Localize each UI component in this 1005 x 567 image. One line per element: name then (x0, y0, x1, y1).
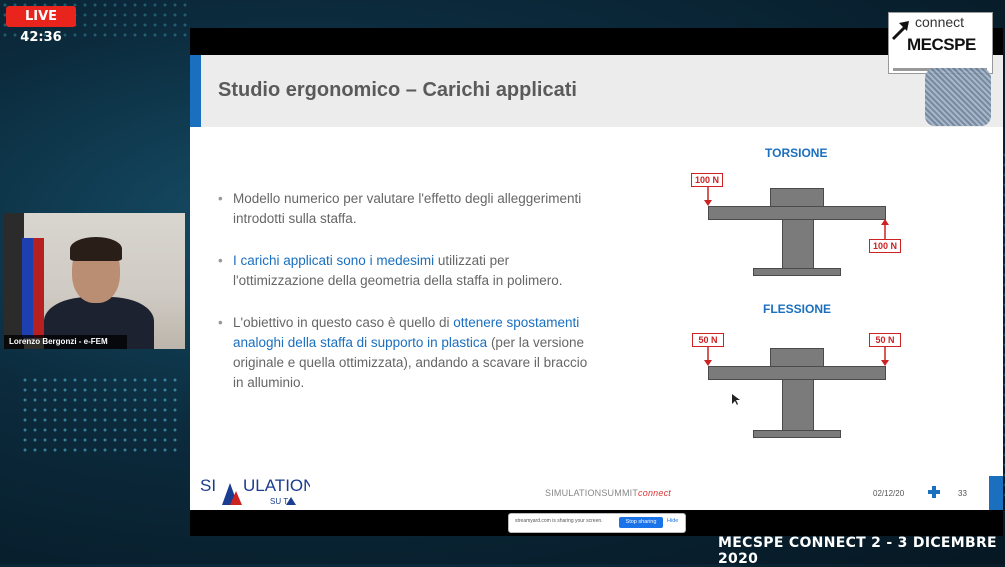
logo-ulation: ULATION (243, 476, 310, 495)
screen-share-bar: streamyard.com is sharing your screen. S… (508, 513, 686, 533)
flexion-column (782, 379, 814, 431)
flexion-arrow-left-down-icon (704, 347, 712, 366)
footer-date: 02/12/20 (873, 489, 905, 498)
bullet-item: • Modello numerico per valutare l'effetto… (218, 189, 598, 229)
flexion-arrow-right-down-icon (881, 347, 889, 366)
speaker-name-tag: Lorenzo Bergonzi - e-FEM (4, 335, 127, 349)
hide-button[interactable]: Hide (667, 518, 679, 524)
logo-si: SI (200, 476, 216, 495)
footer-brand: SIMULATIONSUMMITconnect (545, 488, 671, 498)
torsion-arm (708, 206, 886, 220)
flexion-title: FLESSIONE (763, 302, 832, 316)
simulation-summit-logo: SI ULATION SU T (200, 473, 315, 512)
footer-brand-accent: connect (638, 488, 671, 498)
simulation-summit-logo-icon: SI ULATION SU T (200, 476, 315, 506)
bullet-text: I carichi applicati sono i medesimi (233, 253, 435, 268)
bullet-text: ottenere spostamenti analoghi della staf… (233, 315, 580, 350)
logo-summit: SU T (270, 497, 288, 506)
torsion-force-right: 100 N (869, 239, 901, 253)
mecspe-connect-logo: connect MECSPE (888, 12, 993, 74)
webcam-flag (22, 238, 44, 338)
mouse-cursor-icon (732, 394, 740, 405)
logo-mecspe: MECSPE (907, 35, 976, 54)
event-banner: MECSPE CONNECT 2 - 3 DICEMBRE 2020 (718, 535, 997, 567)
presentation-slide: Studio ergonomico – Carichi applicati • M… (190, 55, 1003, 510)
stop-sharing-button[interactable]: Stop sharing (619, 517, 663, 528)
slide-title: Studio ergonomico – Carichi applicati (218, 79, 577, 101)
bullet-dot-icon: • (218, 253, 223, 268)
plus-icon (928, 486, 940, 498)
flexion-top-block (770, 348, 824, 367)
arrow-up-right-icon (891, 21, 909, 41)
slide-top-bar (190, 28, 1003, 55)
bullet-dot-icon: • (218, 315, 223, 330)
torsion-arrow-up-icon (881, 219, 889, 239)
bullet-dot-icon: • (218, 191, 223, 206)
flexion-force-left: 50 N (692, 333, 724, 347)
bullet-list: • Modello numerico per valutare l'effetto… (218, 189, 598, 415)
torsion-base (753, 268, 841, 276)
torsion-top-block (770, 188, 824, 207)
flexion-arm (708, 366, 886, 380)
title-accent-bar (190, 55, 201, 127)
footer-brand-main: SIMULATIONSUMMIT (545, 488, 639, 498)
bg-dots-left (20, 375, 180, 455)
webcam-person-hair (70, 237, 122, 261)
bullet-text: (per la versione originale e quella otti… (233, 335, 588, 390)
title-band (201, 55, 1003, 127)
footer-accent-bar (989, 476, 1003, 510)
bullet-item: • I carichi applicati sono i medesimi uti… (218, 251, 598, 291)
page-number: 33 (958, 489, 967, 498)
torsion-title: TORSIONE (765, 146, 828, 160)
flexion-force-right: 50 N (869, 333, 901, 347)
speaker-webcam (4, 213, 185, 349)
logo-connect: connect (915, 14, 965, 30)
flexion-base (753, 430, 841, 438)
torsion-column (782, 219, 814, 269)
torsion-force-left: 100 N (691, 173, 723, 187)
live-badge: LIVE 42:36 (6, 6, 76, 45)
mesh-e-logo (925, 68, 991, 126)
bullet-text: utilizzati per l'ottimizzazione della ge… (233, 253, 563, 288)
share-notice: streamyard.com is sharing your screen. (515, 518, 603, 524)
bullet-text: L'obiettivo in questo caso è quello di (233, 315, 454, 330)
bullet-item: •L'obiettivo in questo caso è quello di … (218, 313, 598, 393)
webcam-door (4, 213, 24, 349)
torsion-arrow-down-icon (704, 187, 712, 206)
bullet-text: Modello numerico per valutare l'effetto … (233, 191, 582, 226)
